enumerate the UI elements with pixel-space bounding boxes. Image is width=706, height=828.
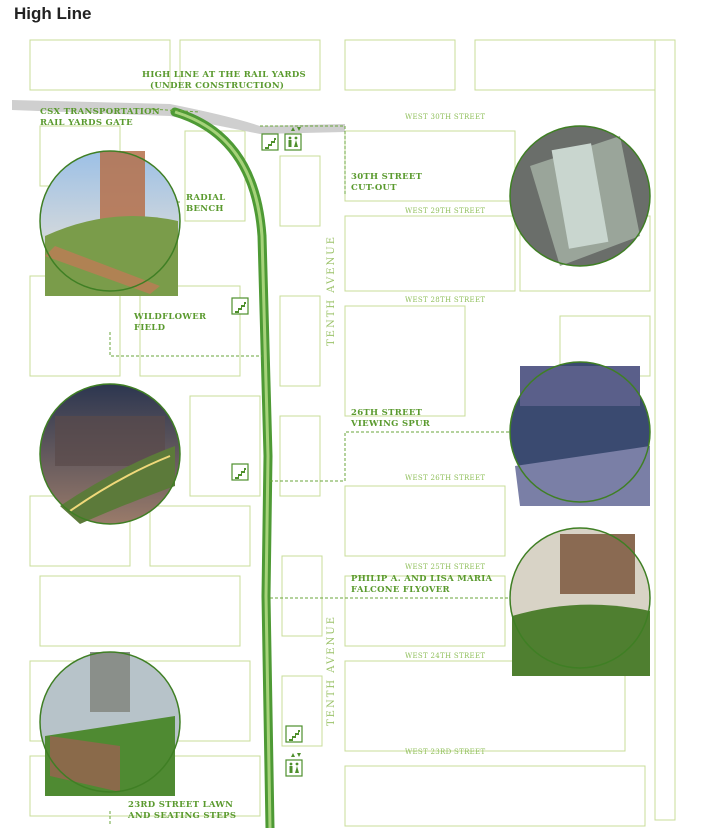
photo-viewing-spur: [509, 361, 651, 506]
avenue-label-upper: TENTH AVENUE: [326, 235, 337, 346]
svg-text:VIEWING SPUR: VIEWING SPUR: [350, 419, 431, 429]
high-line-path-highlight: [174, 110, 272, 828]
svg-text:AND SEATING STEPS: AND SEATING STEPS: [127, 811, 236, 821]
high-line-map: WEST 30TH STREET WEST 29TH STREET WEST 2…: [12, 39, 676, 828]
svg-text:WILDFLOWER: WILDFLOWER: [133, 312, 207, 322]
street-label-w29: WEST 29TH STREET: [405, 207, 485, 215]
stairs-icon-3: [231, 463, 249, 481]
photo-radial-bench: [39, 150, 181, 296]
label-lawn: 23RD STREET LAWN AND SEATING STEPS: [127, 800, 236, 821]
street-label-w28: WEST 28TH STREET: [405, 296, 485, 304]
svg-text:HIGH LINE AT THE RAIL YARDS: HIGH LINE AT THE RAIL YARDS: [142, 70, 306, 80]
svg-text:26TH STREET: 26TH STREET: [351, 408, 423, 418]
restroom-icon-2: [285, 759, 303, 777]
svg-text:23RD STREET LAWN: 23RD STREET LAWN: [128, 800, 233, 810]
high-line-path: [170, 107, 275, 828]
svg-text:FALCONE FLYOVER: FALCONE FLYOVER: [351, 585, 451, 595]
street-label-w23: WEST 23RD STREET: [405, 748, 485, 756]
building-outlines: [29, 39, 676, 827]
label-cut-out: 30TH STREET CUT-OUT: [351, 172, 423, 193]
svg-text:PHILIP A. AND LISA MARIA: PHILIP A. AND LISA MARIA: [351, 574, 492, 584]
label-viewing-spur: 26TH STREET VIEWING SPUR: [350, 408, 431, 429]
street-label-w24: WEST 24TH STREET: [405, 652, 485, 660]
label-radial-bench: RADIAL BENCH: [186, 193, 225, 214]
photo-flyover: [509, 527, 651, 676]
svg-text:FIELD: FIELD: [134, 323, 166, 333]
elevator-icon: [291, 127, 301, 131]
label-rail-yards: HIGH LINE AT THE RAIL YARDS (UNDER CONST…: [142, 70, 306, 91]
photo-wildflower-field: [39, 383, 181, 525]
restroom-icon: [284, 133, 302, 151]
avenue-label-lower: TENTH AVENUE: [326, 615, 337, 726]
stairs-icon-2: [231, 297, 249, 315]
svg-text:(UNDER CONSTRUCTION): (UNDER CONSTRUCTION): [150, 80, 284, 91]
svg-text:BENCH: BENCH: [186, 204, 224, 214]
svg-text:CUT-OUT: CUT-OUT: [351, 183, 397, 193]
label-flyover: PHILIP A. AND LISA MARIA FALCONE FLYOVER: [351, 574, 492, 595]
street-label-w25: WEST 25TH STREET: [405, 563, 485, 571]
stairs-icon-4: [285, 725, 303, 743]
page-title: High Line: [14, 4, 92, 23]
photo-lawn: [39, 651, 181, 796]
stairs-icon: [261, 133, 279, 151]
label-wildflower-field: WILDFLOWER FIELD: [133, 312, 207, 333]
svg-text:CSX TRANSPORTATION: CSX TRANSPORTATION: [40, 107, 160, 117]
label-csx-gate: CSX TRANSPORTATION RAIL YARDS GATE: [40, 107, 160, 128]
svg-text:RAIL YARDS GATE: RAIL YARDS GATE: [40, 118, 133, 128]
street-label-w26: WEST 26TH STREET: [405, 474, 485, 482]
photo-cut-out: [509, 125, 651, 267]
svg-text:RADIAL: RADIAL: [186, 193, 225, 203]
street-label-w30: WEST 30TH STREET: [405, 113, 485, 121]
svg-text:30TH STREET: 30TH STREET: [351, 172, 423, 182]
elevator-icon-2: [291, 753, 301, 757]
